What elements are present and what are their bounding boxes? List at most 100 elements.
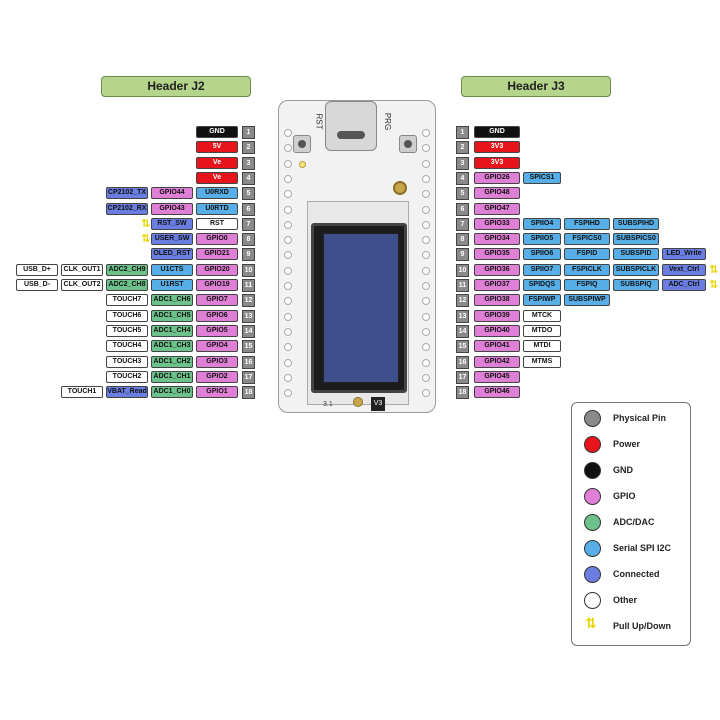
prg-label: PRG — [383, 112, 393, 131]
legend-label: Power — [613, 439, 641, 449]
left-pin-11: 11 — [242, 279, 255, 292]
pin-hole — [422, 359, 430, 367]
pin-label-oled-rst: OLED_RST — [151, 248, 193, 260]
right-pin-4: 4 — [456, 172, 469, 185]
legend-swatch — [584, 410, 601, 427]
legend-label: ADC/DAC — [613, 517, 655, 527]
pin-label-touch2: TOUCH2 — [106, 371, 148, 383]
left-pin-10: 10 — [242, 264, 255, 277]
pin-hole — [284, 190, 292, 198]
left-pin-15: 15 — [242, 340, 255, 353]
pin-label-u0rtd: U0RTD — [196, 203, 238, 215]
pin-label-led-write: LED_Write — [662, 248, 706, 260]
pin-label-gpio33: GPIO33 — [474, 218, 520, 230]
right-pin-13: 13 — [456, 310, 469, 323]
pin-label-gpio20: GPIO20 — [196, 264, 238, 276]
pin-label-spiio6: SPIIO6 — [523, 248, 561, 260]
left-pin-8: 8 — [242, 233, 255, 246]
pin-hole — [284, 221, 292, 229]
pin-label-gpio36: GPIO36 — [474, 264, 520, 276]
lora-antenna-pad — [353, 397, 363, 407]
pin-hole — [422, 190, 430, 198]
pin-label-adc1-ch3: ADC1_CH3 — [151, 340, 193, 352]
led-icon — [299, 161, 306, 168]
left-pin-13: 13 — [242, 310, 255, 323]
pin-label-fspiwp: FSPIWP — [523, 294, 561, 306]
pin-label-ve: Ve — [196, 172, 238, 184]
pin-label-clk-out2: CLK_OUT2 — [61, 279, 103, 291]
right-pin-2: 2 — [456, 141, 469, 154]
pin-hole — [284, 343, 292, 351]
pin-label-adc1-ch0: ADC1_CH0 — [151, 386, 193, 398]
pin-label-gpio4: GPIO4 — [196, 340, 238, 352]
right-pin-12: 12 — [456, 294, 469, 307]
board-version-badge: V3 — [371, 397, 385, 411]
pin-hole — [284, 175, 292, 183]
legend-label: Connected — [613, 569, 660, 579]
pin-label-gpio48: GPIO48 — [474, 187, 520, 199]
pin-hole — [422, 206, 430, 214]
pin-label-3v3: 3V3 — [474, 157, 520, 169]
pin-label-gpio42: GPIO42 — [474, 356, 520, 368]
pin-label-subspiclk: SUBSPICLK — [613, 264, 659, 276]
left-pin-18: 18 — [242, 386, 255, 399]
pin-label-u0rxd: U0RXD — [196, 187, 238, 199]
pin-label-adc2-ch8: ADC2_CH8 — [106, 279, 148, 291]
pin-label-subspics0: SUBSPICS0 — [613, 233, 659, 245]
pin-hole — [422, 160, 430, 168]
pin-label-spiio5: SPIIO5 — [523, 233, 561, 245]
pin-label-adc1-ch4: ADC1_CH4 — [151, 325, 193, 337]
pin-label-adc2-ch9: ADC2_CH9 — [106, 264, 148, 276]
pin-hole — [422, 236, 430, 244]
pin-label-spics1: SPICS1 — [523, 172, 561, 184]
right-pin-15: 15 — [456, 340, 469, 353]
pin-hole — [284, 160, 292, 168]
pin-label-gpio35: GPIO35 — [474, 248, 520, 260]
right-pin-14: 14 — [456, 325, 469, 338]
right-pin-3: 3 — [456, 157, 469, 170]
antenna-connector — [393, 181, 407, 195]
pin-label-gpio47: GPIO47 — [474, 203, 520, 215]
right-pin-11: 11 — [456, 279, 469, 292]
pin-label-gpio7: GPIO7 — [196, 294, 238, 306]
pin-label-subspiq: SUBSPIQ — [613, 279, 659, 291]
left-pin-9: 9 — [242, 248, 255, 261]
pin-label-gpio40: GPIO40 — [474, 325, 520, 337]
pin-hole — [284, 359, 292, 367]
pin-label-adc1-ch6: ADC1_CH6 — [151, 294, 193, 306]
pin-label-gpio0: GPIO0 — [196, 233, 238, 245]
pin-label-usb-d: USB_D- — [16, 279, 58, 291]
left-pin-2: 2 — [242, 141, 255, 154]
pin-label-touch7: TOUCH7 — [106, 294, 148, 306]
pin-hole — [284, 251, 292, 259]
legend-swatch — [584, 566, 601, 583]
left-pin-16: 16 — [242, 356, 255, 369]
pin-label-fspiclk: FSPICLK — [564, 264, 610, 276]
right-pin-5: 5 — [456, 187, 469, 200]
pull-up-down-icon: ⇅ — [709, 278, 719, 291]
pin-label-gpio38: GPIO38 — [474, 294, 520, 306]
pin-label-gpio5: GPIO5 — [196, 325, 238, 337]
right-pin-17: 17 — [456, 371, 469, 384]
legend-label: Physical Pin — [613, 413, 667, 423]
pin-label-fspics0: FSPICS0 — [564, 233, 610, 245]
pin-label-user-sw: USER_SW — [151, 233, 193, 245]
pin-label-gpio21: GPIO21 — [196, 248, 238, 260]
pin-hole — [284, 389, 292, 397]
header-j3-title: Header J3 — [461, 76, 611, 97]
pin-hole — [422, 374, 430, 382]
pin-hole — [422, 129, 430, 137]
pin-label-u1rst: U1RST — [151, 279, 193, 291]
pin-label-gnd: GND — [196, 126, 238, 138]
pin-hole — [284, 282, 292, 290]
pull-up-down-icon: ⇅ — [141, 217, 151, 230]
legend-swatch — [584, 592, 601, 609]
pin-label-adc1-ch5: ADC1_CH5 — [151, 310, 193, 322]
pin-label-mtms: MTMS — [523, 356, 561, 368]
rst-button — [293, 135, 311, 153]
rst-label: RST — [314, 113, 324, 130]
pin-label-vbat-read: VBAT_Read — [106, 386, 148, 398]
legend-label: Pull Up/Down — [613, 621, 671, 631]
pin-hole — [422, 297, 430, 305]
